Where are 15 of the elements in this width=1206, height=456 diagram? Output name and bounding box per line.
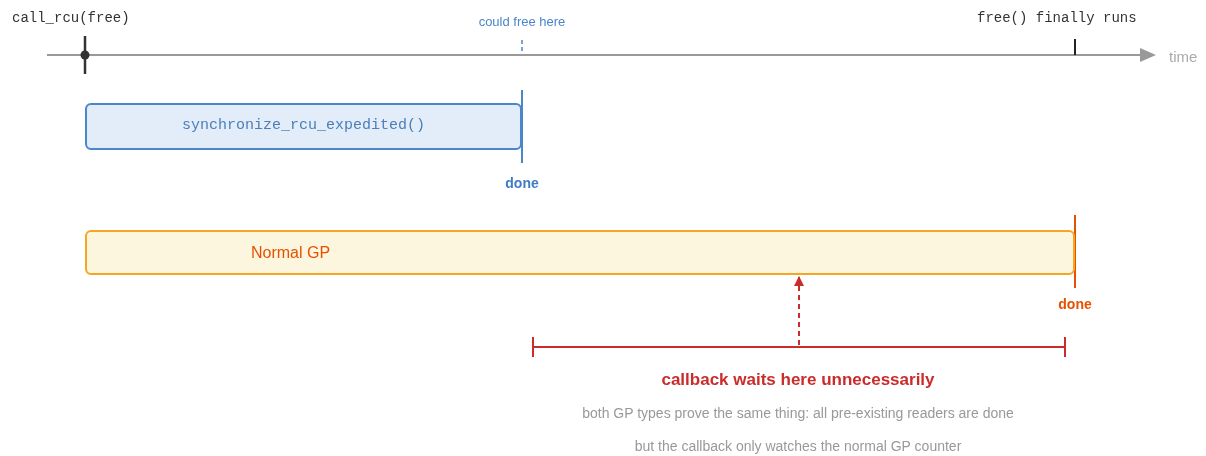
- callout-heading: callback waits here unnecessarily: [661, 369, 935, 391]
- note: but the callback only watches the normal GP counter: [634, 437, 962, 456]
- annotation: could free here: [478, 13, 566, 31]
- completion-label: done: [1058, 295, 1092, 314]
- span-bracket: [532, 337, 1066, 357]
- note: both GP types prove the same thing: all pre-existing readers are done: [582, 404, 1014, 423]
- completion-label: done: [505, 174, 539, 193]
- process-bar: [85, 230, 1075, 275]
- axis-label: time: [1169, 47, 1198, 67]
- bar-label: synchronize_rcu_expedited(): [181, 116, 425, 137]
- dashed-arrow: [794, 276, 804, 346]
- event-label: free() finally runs: [977, 9, 1137, 28]
- bar-label: Normal GP: [251, 242, 331, 263]
- event-label: call_rcu(free): [12, 9, 130, 28]
- process-bar: [85, 103, 522, 150]
